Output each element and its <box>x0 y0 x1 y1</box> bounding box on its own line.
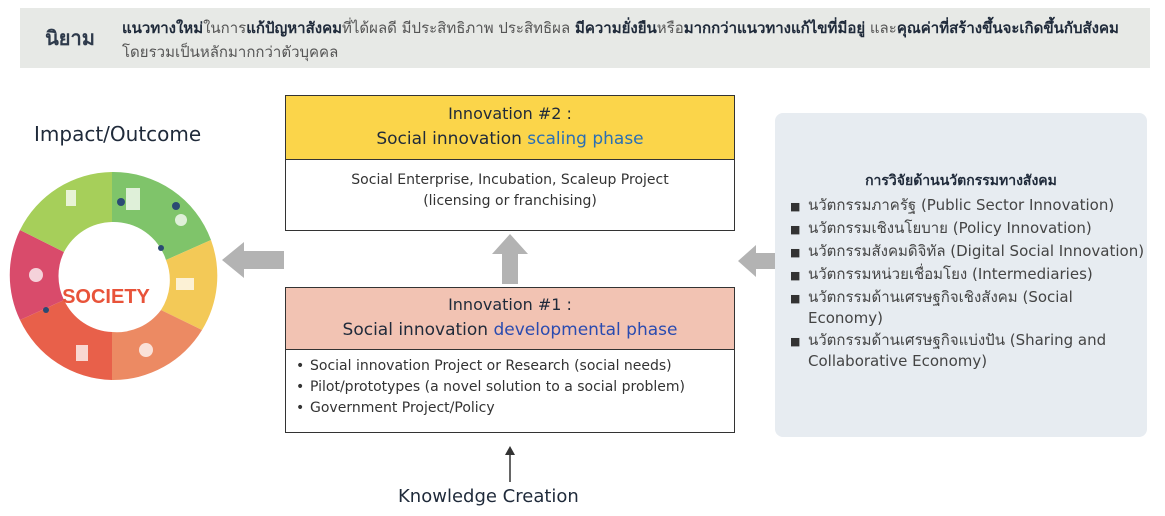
research-item: ■นวัตกรรมเชิงนโยบาย (Policy Innovation) <box>790 219 1092 237</box>
definition-segment: โดยรวมเป็นหลักมากกว่าตัวบุคคล <box>122 43 339 61</box>
innovation-1-header: Innovation #1 : Social innovation develo… <box>286 288 734 350</box>
research-panel <box>775 113 1147 437</box>
society-label: SOCIETY <box>62 286 150 308</box>
definition-banner <box>20 8 1150 68</box>
innovation-1-box: Innovation #1 : Social innovation develo… <box>285 287 735 433</box>
innovation-1-bullet-list: •Social innovation Project or Research (… <box>286 350 734 419</box>
definition-segment: และ <box>865 19 897 37</box>
innovation-2-subtitle: Social innovation scaling phase <box>376 129 644 149</box>
definition-segment: ในการ <box>203 19 247 37</box>
impact-outcome-title: Impact/Outcome <box>34 122 202 146</box>
innovation-1-bullet: •Social innovation Project or Research (… <box>296 358 672 374</box>
research-list: ■นวัตกรรมภาครัฐ (Public Sector Innovatio… <box>790 195 1145 373</box>
definition-text: แนวทางใหม่ในการแก้ปัญหาสังคมที่ได้ผลดี ม… <box>122 16 1142 64</box>
research-item: ■นวัตกรรมด้านเศรษฐกิจเชิงสังคม (Social E… <box>790 288 1073 327</box>
innovation-2-body-line-2: (licensing or franchising) <box>423 193 597 209</box>
definition-label: นิยาม <box>45 26 95 50</box>
research-item: ■นวัตกรรมด้านเศรษฐกิจแบ่งปัน (Sharing an… <box>790 331 1107 370</box>
definition-segment: หรือ <box>656 19 684 37</box>
arrow-from-knowledge <box>505 446 515 482</box>
society-wheel-illustration: SOCIETY <box>9 171 218 381</box>
innovation-2-body: Social Enterprise, Incubation, Scaleup P… <box>286 160 734 212</box>
scaling-phase-text: scaling phase <box>527 129 644 149</box>
research-item: ■นวัตกรรมหน่วยเชื่อมโยง (Intermediaries) <box>790 265 1093 283</box>
innovation-2-body-line-1: Social Enterprise, Incubation, Scaleup P… <box>351 172 669 188</box>
definition-segment: แก้ปัญหาสังคม <box>246 19 342 37</box>
research-title: การวิจัยด้านนวัตกรรมทางสังคม <box>865 173 1057 189</box>
definition-segment: มีความยั่งยืน <box>574 19 657 37</box>
innovation-2-box: Innovation #2 : Social innovation scalin… <box>285 95 735 231</box>
arrow-to-scaling <box>492 234 528 284</box>
innovation-1-bullet: •Government Project/Policy <box>296 400 495 416</box>
innovation-1-bullet: •Pilot/prototypes (a novel solution to a… <box>296 379 686 395</box>
research-item: ■นวัตกรรมภาครัฐ (Public Sector Innovatio… <box>790 196 1115 214</box>
definition-segment: คุณค่าที่สร้างขึ้นจะเกิดขึ้นกับสังคม <box>896 19 1119 37</box>
arrow-to-impact <box>222 242 284 278</box>
definition-segment: แนวทางใหม่ <box>122 19 204 37</box>
innovation-2-header: Innovation #2 : Social innovation scalin… <box>286 96 734 160</box>
definition-segment: มากกว่าแนวทางแก้ไขที่มีอยู่ <box>683 19 866 37</box>
arrow-from-research <box>738 245 782 277</box>
innovation-2-title: Innovation #2 : <box>448 104 572 123</box>
definition-segment: ที่ได้ผลดี มีประสิทธิภาพ ประสิทธิผล <box>342 19 575 37</box>
innovation-1-title: Innovation #1 : <box>448 295 572 314</box>
developmental-phase-text: developmental phase <box>493 320 678 340</box>
research-item: ■นวัตกรรมสังคมดิจิทัล (Digital Social In… <box>790 242 1145 260</box>
innovation-1-subtitle: Social innovation developmental phase <box>342 320 678 340</box>
knowledge-creation-label: Knowledge Creation <box>398 486 579 507</box>
